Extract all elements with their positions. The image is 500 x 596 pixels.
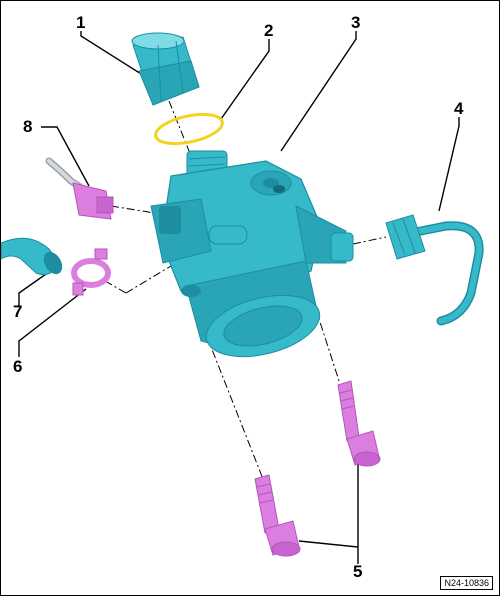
leader-line-7 bbox=[18, 266, 57, 307]
callout-5: 5 bbox=[353, 562, 363, 581]
axis-cap-nut bbox=[168, 100, 192, 157]
leader-line-3 bbox=[280, 31, 357, 152]
callout-8: 8 bbox=[23, 117, 33, 136]
axis-clamp bbox=[104, 280, 127, 294]
cap-nut bbox=[131, 32, 200, 106]
axis-hose bbox=[125, 265, 172, 294]
high-pressure-line bbox=[385, 214, 484, 326]
callout-6: 6 bbox=[13, 357, 23, 376]
callout-3: 3 bbox=[351, 13, 361, 32]
bolt bbox=[254, 474, 301, 557]
reference-code: N24-10836 bbox=[440, 576, 493, 590]
high-pressure-pump bbox=[150, 150, 354, 358]
axis-line bbox=[352, 236, 387, 245]
leader-line-1 bbox=[80, 31, 147, 78]
callout-2: 2 bbox=[264, 21, 274, 40]
callout-1: 1 bbox=[76, 13, 86, 32]
bolt bbox=[337, 380, 381, 467]
callout-4: 4 bbox=[454, 99, 464, 118]
leader-lines bbox=[18, 31, 460, 564]
electrical-connector bbox=[45, 157, 114, 220]
leader-line-2 bbox=[220, 39, 270, 120]
leader-line-8 bbox=[41, 126, 90, 187]
callout-7: 7 bbox=[13, 302, 23, 321]
leader-line-6 bbox=[18, 288, 87, 357]
o-ring bbox=[154, 112, 224, 146]
fuel-hose bbox=[1, 237, 63, 276]
leader-line-5a bbox=[298, 540, 359, 564]
leader-line-4 bbox=[438, 117, 460, 212]
hose-clamp bbox=[71, 248, 111, 296]
